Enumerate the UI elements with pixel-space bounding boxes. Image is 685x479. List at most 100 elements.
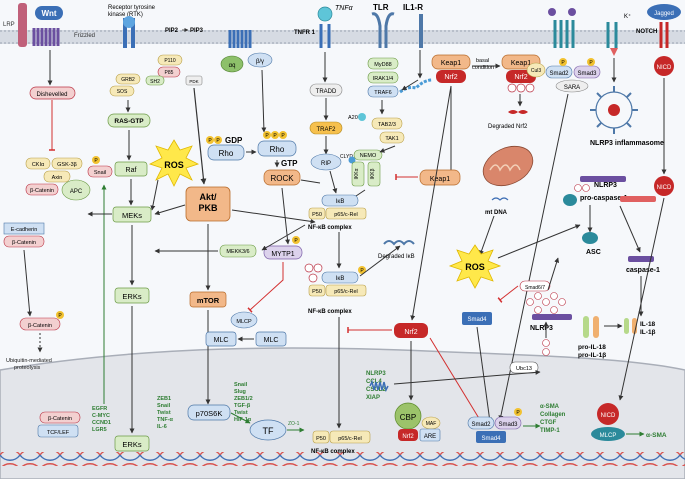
sh2-box (145, 75, 165, 86)
phospho-badge (587, 58, 595, 66)
ub-cluster (526, 292, 566, 314)
erks-nuc-box (114, 435, 150, 452)
akt-box (185, 186, 231, 222)
nlrp3-pyd (563, 194, 577, 206)
raf-box (114, 161, 148, 177)
ub-cluster (304, 263, 323, 283)
wnt-targets: EGFR C-MYC CCND1 LGR5 (92, 406, 111, 433)
tgf-ligand (568, 8, 576, 16)
ikkb-box (367, 161, 381, 187)
zo1-label: ZO-1 (288, 421, 300, 427)
notch-label: NOTCH (636, 29, 657, 35)
target-egfr: EGFR (92, 406, 107, 412)
raf-label: Raf (126, 167, 137, 174)
ecadherin-box (3, 222, 45, 235)
tnfr1-label: TNFR 1 (294, 30, 316, 36)
p70s6k-label: p70S6K (196, 409, 223, 418)
mlc1-label: MLC (214, 337, 229, 344)
are-label: ARE (424, 434, 436, 440)
pdk-box (185, 75, 203, 86)
tf-gene-zeb: ZEB1/2 (234, 396, 253, 402)
rock-label: ROCK (270, 174, 294, 183)
gene-ctgf: CTGF (540, 420, 557, 426)
tak1-label: TAK1 (385, 136, 398, 142)
cell-membrane (0, 30, 685, 44)
sara-node (555, 79, 589, 93)
p110-label: P110 (164, 58, 176, 64)
inflammasome-core (608, 104, 620, 116)
tradd-box (309, 83, 343, 97)
nlrp3b-label: NLRP3 (530, 325, 553, 332)
casp1-bar (628, 256, 654, 262)
keap1a-label: Keap1 (441, 60, 461, 67)
axin-label: Axin (52, 175, 63, 181)
tgf-genes: α-SMA Collagen CTGF TIMP-1 (540, 404, 566, 434)
gsk3b-label: GSK-3β (57, 162, 77, 168)
wnt-label: Wnt (41, 9, 56, 18)
grb2-box (115, 73, 141, 85)
nrf2a-label: Nrf2 (444, 74, 457, 81)
p65n-label: p65/c-Rel (338, 436, 362, 442)
ikb2-box (321, 271, 359, 284)
emt-snail: Snail (157, 403, 171, 409)
ikb-box (321, 194, 359, 207)
dishevelled-label: Dishevelled (36, 92, 67, 98)
snail-label: Snail (94, 170, 106, 176)
tab-box (371, 117, 403, 130)
pdk-label: PDK (189, 79, 198, 84)
meks-label: MEKs (122, 211, 142, 220)
procasp-label: pro-caspase-1 (580, 195, 628, 202)
cul3-node (526, 62, 546, 78)
phospho-label: P (94, 158, 98, 164)
rho-gtp-box (257, 140, 297, 157)
p50n-label: P50 (316, 436, 326, 442)
p50-label: P50 (312, 212, 322, 218)
nrf2-genes: NLRP3 CCL4 CSCL2 XIAP (366, 371, 386, 401)
ikb2-label: IκB (336, 276, 345, 282)
gbeta (247, 52, 273, 68)
cul3-label: Cul3 (531, 68, 542, 74)
phospho-badge (514, 408, 522, 416)
tf-gene-hif: HIF-1α (234, 417, 252, 423)
nicd2-label: NICD (657, 185, 672, 191)
gene-cscl2: CSCL2 (366, 387, 386, 393)
kplus-label: K⁺ (624, 13, 631, 20)
tab-label: TAB2/3 (378, 122, 396, 128)
phospho-label: P (561, 60, 565, 66)
phospho-label: P (589, 60, 593, 66)
gpcr-receptor (228, 30, 252, 48)
emt-tnfa: TNF-α (157, 417, 174, 423)
akt-label: Akt/PKB (198, 192, 218, 213)
lrp-receptor (18, 3, 27, 47)
gene-nlrp3: NLRP3 (366, 371, 386, 377)
ras-gtp-box (107, 113, 151, 128)
smad3-label: Smad3 (577, 71, 597, 77)
smad67-label: Smad6/7 (525, 285, 545, 291)
emt-il6: IL-6 (157, 424, 167, 430)
mytp1-label: MYTP1 (271, 251, 294, 258)
sos-label: SOS (117, 89, 128, 95)
bcatenin3-label: β-Catenin (28, 323, 52, 329)
traf6-box (367, 85, 399, 98)
nlrp3-lrr (580, 176, 626, 182)
jagged-ligand (647, 4, 681, 20)
rho1-label: Rho (219, 149, 234, 158)
cbp-label: CBP (400, 413, 416, 422)
galpha (220, 55, 244, 73)
tnfa-ligand (317, 6, 333, 22)
mtdna-shape (491, 197, 509, 201)
gene-collagen: Collagen (540, 412, 566, 418)
asma-label: α-SMA (646, 432, 667, 439)
sos-box (109, 85, 135, 97)
akt-line1: Akt/ (199, 192, 217, 202)
smad2-label: Smad2 (549, 71, 569, 77)
pip2-label: PIP2 (165, 28, 179, 34)
rtk-line1: Receptor tyrosine (108, 5, 156, 11)
gtp-label: GTP (281, 159, 298, 168)
mtor-box (189, 291, 227, 308)
tf-gene-slug: Slug (234, 389, 246, 395)
tf-gene-tgfb: TGF-β (234, 403, 251, 409)
irak-label: IRAK1/4 (373, 76, 393, 82)
